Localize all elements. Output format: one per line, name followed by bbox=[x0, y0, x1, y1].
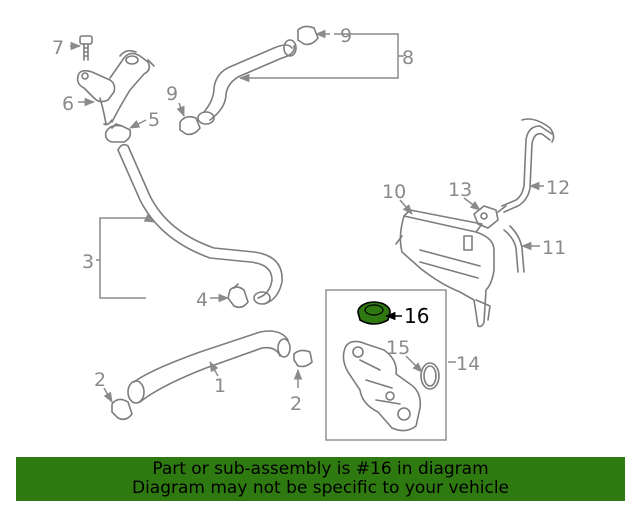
callout-2-left: 2 bbox=[94, 369, 106, 391]
footer-banner: Part or sub-assembly is #16 in diagram D… bbox=[16, 457, 625, 501]
parts-diagram: 7 6 5 9 9 8 3 4 1 2 2 10 13 12 11 15 14 … bbox=[52, 25, 570, 441]
water-outlet-part-6 bbox=[76, 49, 155, 126]
radiator-cap-part-16[interactable] bbox=[357, 301, 391, 325]
clamp-part-9-upper bbox=[297, 25, 319, 46]
hose-part-11 bbox=[503, 225, 525, 273]
callout-9-upper: 9 bbox=[340, 25, 352, 47]
assembly-box-part-14 bbox=[325, 289, 447, 441]
callout-12: 12 bbox=[546, 177, 570, 199]
clamp-part-9-lower bbox=[179, 115, 201, 136]
leader-lines bbox=[70, 29, 544, 403]
clamp-part-5 bbox=[104, 123, 132, 143]
bolt-part-7 bbox=[79, 35, 93, 61]
callout-11: 11 bbox=[542, 237, 566, 259]
clamp-part-2-right bbox=[293, 349, 313, 368]
callout-7: 7 bbox=[52, 37, 64, 59]
hose-part-8 bbox=[197, 39, 297, 125]
hose-part-12 bbox=[501, 118, 555, 213]
callout-14: 14 bbox=[456, 353, 480, 375]
callout-8: 8 bbox=[402, 47, 414, 69]
callout-9-lower: 9 bbox=[166, 83, 178, 105]
callout-15: 15 bbox=[386, 337, 410, 359]
callout-16: 16 bbox=[404, 304, 429, 328]
footer-line-2: Diagram may not be specific to your vehi… bbox=[131, 478, 509, 498]
callout-13: 13 bbox=[448, 179, 472, 201]
gasket-part-15 bbox=[420, 362, 440, 390]
clamp-part-4 bbox=[227, 283, 249, 309]
clamp-part-2-left bbox=[111, 398, 133, 421]
fitting-part-13 bbox=[473, 205, 507, 229]
callout-10: 10 bbox=[382, 181, 406, 203]
callout-6: 6 bbox=[62, 93, 74, 115]
housing-part-14 bbox=[342, 340, 422, 432]
callout-3: 3 bbox=[82, 251, 94, 273]
footer-line-1: Part or sub-assembly is #16 in diagram bbox=[152, 459, 489, 479]
hose-part-3 bbox=[117, 143, 283, 305]
callout-2-right: 2 bbox=[290, 393, 302, 415]
callout-1: 1 bbox=[214, 375, 226, 397]
callout-4: 4 bbox=[196, 289, 208, 311]
hose-part-1 bbox=[127, 330, 291, 404]
callout-5: 5 bbox=[148, 109, 160, 131]
